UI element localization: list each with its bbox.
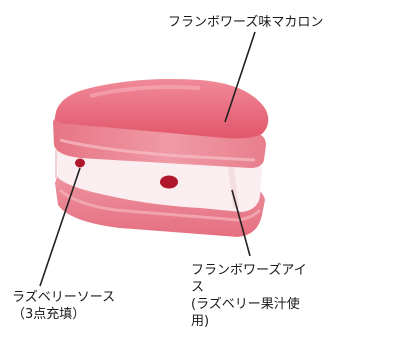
- sauce-dot: [160, 175, 178, 189]
- label-sauce-line: （3点充填）: [12, 307, 86, 322]
- label-ice-line: ス: [191, 280, 205, 295]
- leader-line-ice: [231, 189, 251, 257]
- label-sauce-line: ラズベリーソース: [12, 290, 116, 305]
- leader-line-macaron: [224, 31, 256, 123]
- label-macaron: フランボワーズ味マカロン: [168, 15, 324, 30]
- sauce-dot: [75, 158, 85, 168]
- label-ice-line: (ラズベリー果汁使: [191, 297, 300, 312]
- label-ice-line: 用): [191, 314, 210, 329]
- label-ice-cream: フランボワーズアイ ス (ラズベリー果汁使 用): [191, 262, 307, 330]
- label-ice-line: フランボワーズアイ: [191, 263, 307, 278]
- label-sauce: ラズベリーソース （3点充填）: [12, 289, 115, 323]
- leader-line-sauce: [39, 167, 81, 287]
